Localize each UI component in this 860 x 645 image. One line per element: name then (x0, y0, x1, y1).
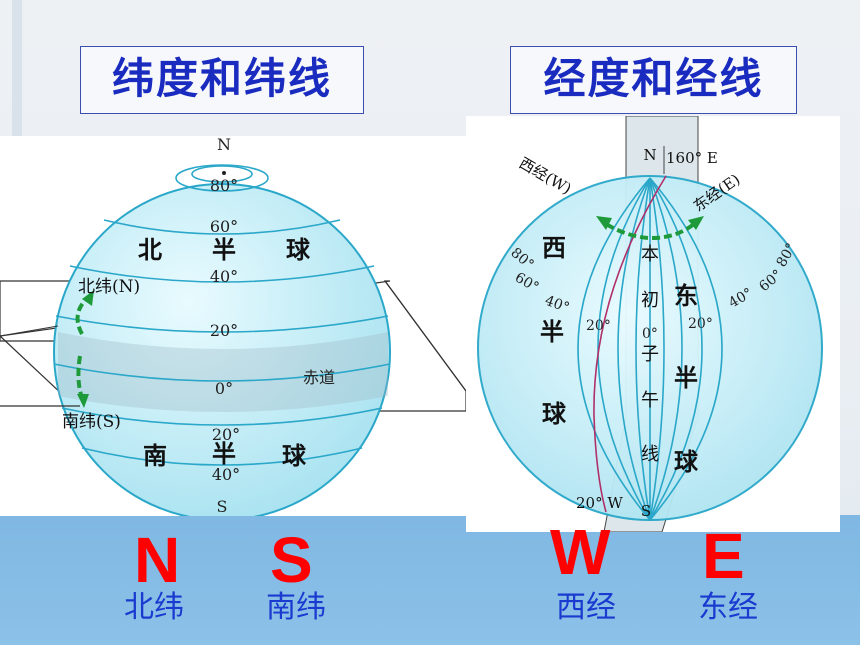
prime-meridian-char-2: 初 (641, 290, 659, 311)
west-longitude-text: 西经 (556, 590, 616, 625)
west-hemisphere-char-3: 球 (542, 399, 567, 428)
prime-meridian-char-1: 本 (641, 244, 659, 265)
north-pole-label: N (217, 136, 231, 154)
prime-meridian-char-5: 线 (641, 444, 659, 465)
longitude-globe-diagram: N 160° E 西经(W) 东经(E) 80° 60° 40° 20° 20°… (477, 115, 823, 533)
prime-meridian-char-3: 子 (641, 344, 659, 365)
meridian-lines (577, 177, 723, 521)
north-latitude-text: 北纬 (124, 590, 184, 625)
west-hemisphere-char-2: 半 (540, 317, 564, 346)
west-arrow (604, 222, 649, 240)
latitude-globe-diagram: N 80° 60° 40° 20° 0° 20° 40° S 北 半 球 南 半… (0, 135, 467, 521)
south-hemisphere-char-2: 半 (212, 439, 236, 468)
east-hemisphere-char-3: 球 (674, 447, 699, 476)
plane-edge-right (384, 280, 467, 392)
prime-0-label: 0° (642, 326, 658, 342)
south-arrow-head (77, 394, 89, 408)
lat-40s-label: 40° (212, 465, 240, 484)
lon-160e-label: 160° E (666, 149, 718, 167)
south-latitude-label: 南纬(S) (62, 412, 121, 432)
latitude-diagram-panel: N 80° 60° 40° 20° 0° 20° 40° S 北 半 球 南 半… (0, 135, 467, 521)
west-arrow-head (596, 216, 612, 230)
lat-20-label: 20° (210, 321, 238, 340)
bottom-band (0, 515, 860, 645)
lat-20s-label: 20° (212, 425, 240, 444)
east-hemisphere-char-2: 半 (674, 363, 698, 392)
e-letter: E (702, 520, 745, 592)
n-letter: N (134, 524, 181, 596)
south-hemisphere-char-1: 南 (143, 441, 167, 470)
s-letter: S (270, 524, 313, 596)
east-hemisphere-char-1: 东 (674, 281, 698, 310)
lat-0-label: 0° (215, 379, 233, 398)
north-pole-label: N (643, 146, 656, 164)
west-hemisphere-char-1: 西 (542, 233, 566, 262)
latitude-lines (53, 164, 391, 466)
prime-meridian-char-4: 午 (641, 390, 659, 411)
west-longitude-label: 西经(W) (516, 154, 574, 198)
equator-label: 赤道 (303, 368, 335, 387)
south-pole-label: S (217, 497, 228, 516)
east-arrow (651, 222, 696, 240)
west-20-label: 20° (586, 318, 611, 334)
w-letter: W (550, 516, 611, 588)
south-latitude-text: 南纬 (266, 590, 326, 625)
north-latitude-label: 北纬(N) (78, 277, 140, 297)
north-hemisphere-char-1: 北 (138, 235, 162, 264)
east-20-label: 20° (688, 316, 713, 332)
south-pole-label: S (641, 502, 651, 520)
north-arrow-head (82, 290, 94, 306)
lat-60-label: 60° (210, 217, 238, 236)
lat-80-label: 80° (210, 176, 238, 195)
plane-edge (0, 325, 59, 337)
west-40-label: 40° (543, 293, 572, 317)
lat-40-label: 40° (210, 267, 238, 286)
north-pole-dot (222, 171, 226, 175)
title-latitude: 纬度和纬线 (80, 46, 364, 114)
south-hemisphere-char-3: 球 (282, 441, 307, 470)
equator-band (58, 332, 388, 412)
title-longitude: 经度和经线 (510, 46, 797, 114)
north-hemisphere-char-2: 半 (212, 235, 236, 264)
lon-20w-label: 20° W (576, 494, 623, 512)
north-hemisphere-char-3: 球 (286, 235, 311, 264)
east-arrow-head (688, 216, 704, 230)
longitude-diagram-panel: N 160° E 西经(W) 东经(E) 80° 60° 40° 20° 20°… (466, 115, 840, 533)
east-longitude-text: 东经 (698, 590, 758, 625)
